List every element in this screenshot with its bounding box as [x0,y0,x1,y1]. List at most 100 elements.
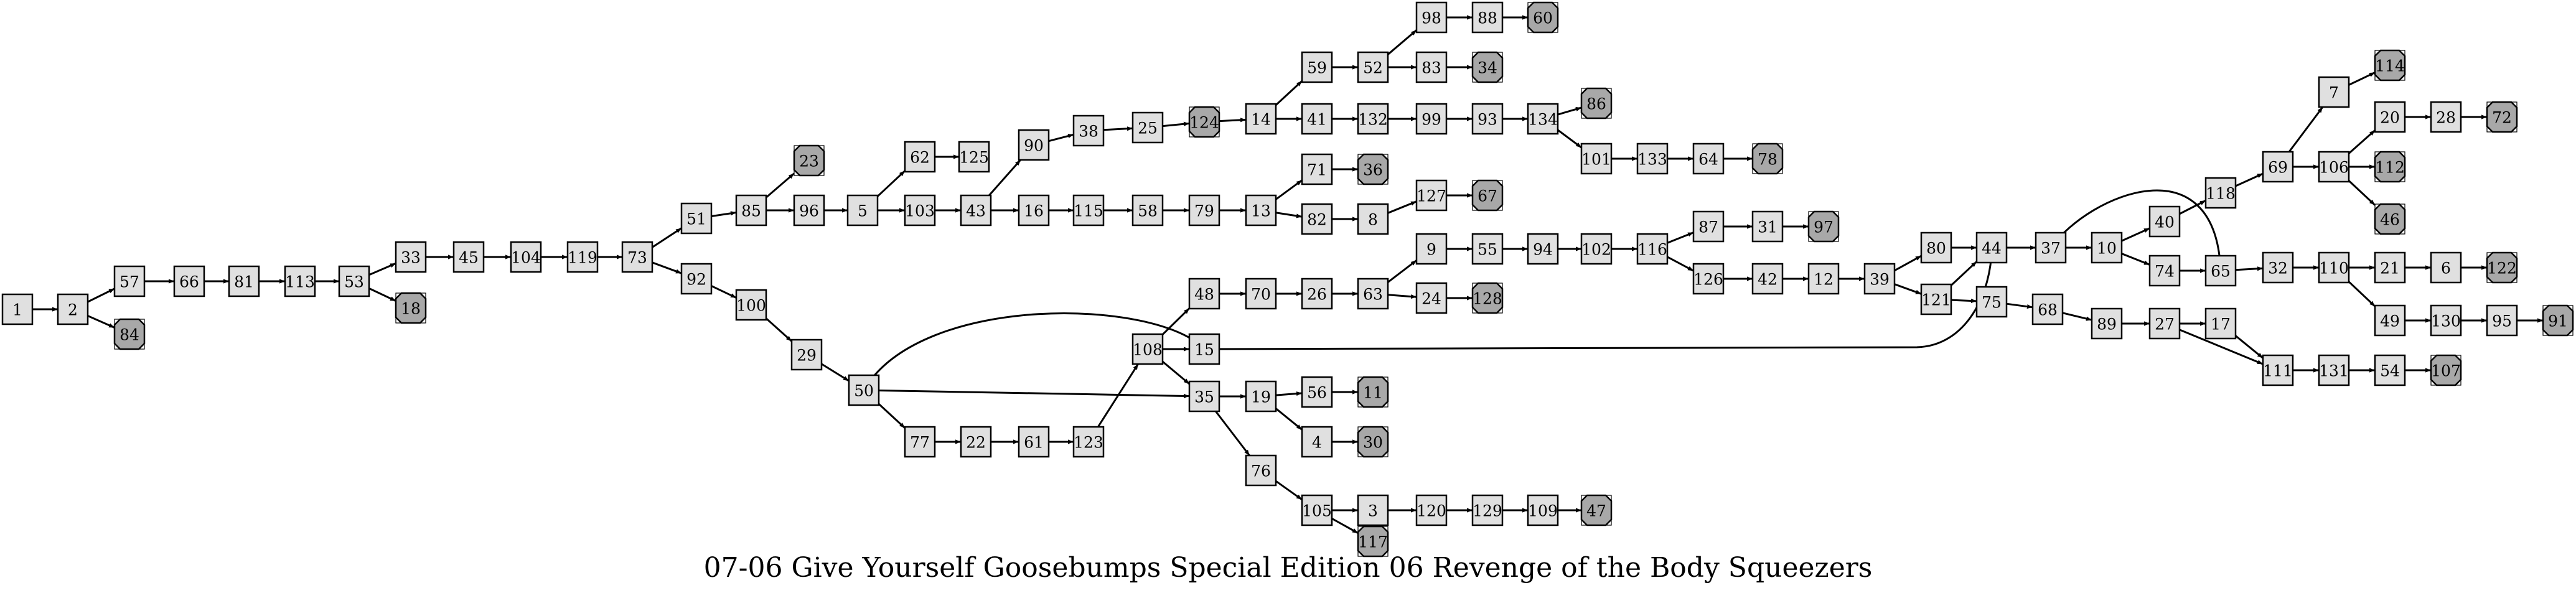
page-box [2374,354,2406,386]
node-label: 31 [1758,218,1777,236]
node-130: 130 [2430,304,2462,337]
edge-19-4 [1275,408,1303,431]
page-box [621,241,653,273]
node-label: 20 [2380,109,2400,127]
page-box [2374,101,2406,133]
node-label: 131 [2319,362,2349,380]
node-81: 81 [228,265,260,297]
node-label: 11 [1363,384,1383,402]
edge-134-101 [1557,129,1582,149]
page-box [1357,278,1389,310]
node-107: 107 [2430,354,2462,386]
node-label: 101 [1581,151,1611,169]
node-label: 38 [1079,123,1098,141]
node-label: 133 [1637,151,1667,169]
page-box [1636,142,1669,175]
edge-50-77 [878,403,906,429]
ending-frame [2430,355,2461,386]
page-box [2486,304,2518,337]
node-label: 34 [1478,59,1497,77]
node-60: 60 [1527,1,1559,34]
edge-37-65 [2049,189,2223,271]
page-box [1018,129,1050,161]
node-label: 3 [1368,502,1378,520]
node-93: 93 [1471,103,1504,135]
page-box [1975,286,2008,318]
page-box [735,194,767,227]
ending-frame [2542,305,2574,336]
node-58: 58 [1131,194,1164,227]
node-39: 39 [1863,263,1896,295]
node-label: 66 [179,273,199,291]
edge-85-23 [766,172,795,199]
page-box [1245,380,1277,413]
node-label: 99 [1421,111,1441,129]
node-37: 37 [2035,231,2067,264]
edge-108-48 [1161,307,1191,335]
node-45: 45 [452,241,485,273]
node-label: 81 [234,273,254,291]
node-label: 72 [2492,109,2512,127]
node-label: 114 [2375,57,2405,75]
node-label: 108 [1133,341,1163,359]
edge-7-114 [2348,72,2376,86]
node-95: 95 [2486,304,2518,337]
page-box [1301,376,1333,408]
node-49: 49 [2374,304,2406,337]
page-box [2318,354,2350,386]
node-21: 21 [2374,251,2406,284]
page-box [395,241,427,273]
page-box [1188,380,1220,413]
page-box [2318,251,2350,284]
node-114: 114 [2374,49,2406,82]
page-box [1245,194,1277,227]
node-label: 97 [1814,218,1834,236]
node-label: 46 [2380,211,2400,229]
edge-8-127 [1387,200,1417,214]
node-90: 90 [1018,129,1050,161]
edge-50-35 [878,389,1190,398]
node-113: 113 [284,265,316,297]
node-94: 94 [1527,233,1559,265]
node-80: 80 [1920,231,1952,264]
node-15: 15 [1188,333,1220,365]
node-79: 79 [1188,194,1220,227]
node-label: 87 [1698,218,1718,236]
edge-92-100 [711,285,737,299]
node-98: 98 [1415,1,1448,34]
node-label: 15 [1194,341,1214,359]
node-44: 44 [1975,231,2008,264]
node-label: 23 [799,152,819,171]
page-box [1188,333,1220,365]
node-label: 29 [797,347,817,365]
node-label: 77 [910,434,930,452]
node-label: 61 [1024,434,1044,452]
node-label: 18 [401,300,421,318]
page-box [1072,114,1105,147]
node-label: 80 [1926,240,1946,258]
node-label: 106 [2319,159,2349,177]
node-label: 55 [1478,241,1497,259]
page-box [1245,103,1277,135]
node-label: 104 [511,249,541,267]
edge-106-46 [2348,180,2376,206]
ending-frame [2486,252,2517,283]
node-label: 68 [2038,301,2058,319]
node-74: 74 [2148,255,2181,287]
node-83: 83 [1415,51,1448,83]
node-1: 1 [1,293,34,325]
page-box [1131,333,1164,365]
page-box [960,426,992,458]
node-label: 112 [2375,159,2405,177]
edge-25-124 [1162,121,1190,128]
page-box [2031,293,2064,325]
node-17: 17 [2204,307,2237,340]
edge-35-76 [1215,411,1250,456]
node-47: 47 [1580,494,1613,526]
node-label: 7 [2329,84,2339,102]
node-10: 10 [2091,231,2123,264]
page-box [2204,307,2237,340]
ending-frame [794,145,825,176]
node-41: 41 [1301,103,1333,135]
node-label: 100 [736,297,766,315]
